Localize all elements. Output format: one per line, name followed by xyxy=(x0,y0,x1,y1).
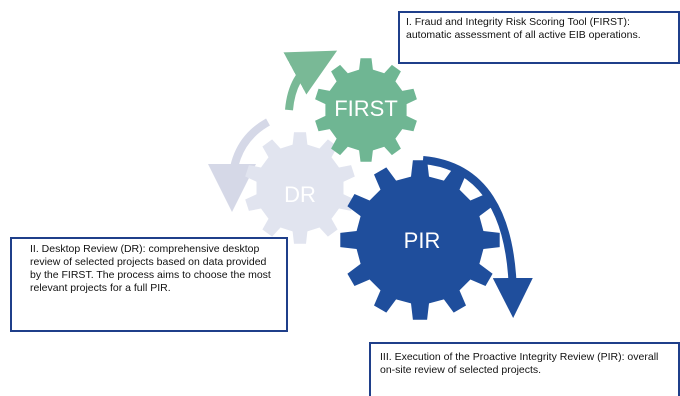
dr-gear-shape xyxy=(245,132,355,244)
pir-cycle-arrow xyxy=(422,156,533,318)
first-callout-text: I. Fraud and Integrity Risk Scoring Tool… xyxy=(406,16,641,41)
first-callout: I. Fraud and Integrity Risk Scoring Tool… xyxy=(398,11,680,64)
dr-gear-label: DR xyxy=(284,182,316,207)
first-gear: FIRST xyxy=(315,58,417,162)
dr-cycle-arrow xyxy=(208,118,271,212)
pir-gear-label: PIR xyxy=(404,228,441,253)
first-gear-shape xyxy=(315,58,417,162)
dr-gear: DR xyxy=(245,132,355,244)
dr-callout: II. Desktop Review (DR): comprehensive d… xyxy=(10,237,288,332)
dr-callout-text: II. Desktop Review (DR): comprehensive d… xyxy=(30,243,271,294)
first-gear-label: FIRST xyxy=(334,96,398,121)
pir-gear: PIR xyxy=(340,160,500,320)
pir-callout: III. Execution of the Proactive Integrit… xyxy=(369,342,680,396)
first-cycle-arrow xyxy=(283,50,338,111)
pir-callout-text: III. Execution of the Proactive Integrit… xyxy=(380,351,659,376)
pir-gear-shape xyxy=(340,160,500,320)
